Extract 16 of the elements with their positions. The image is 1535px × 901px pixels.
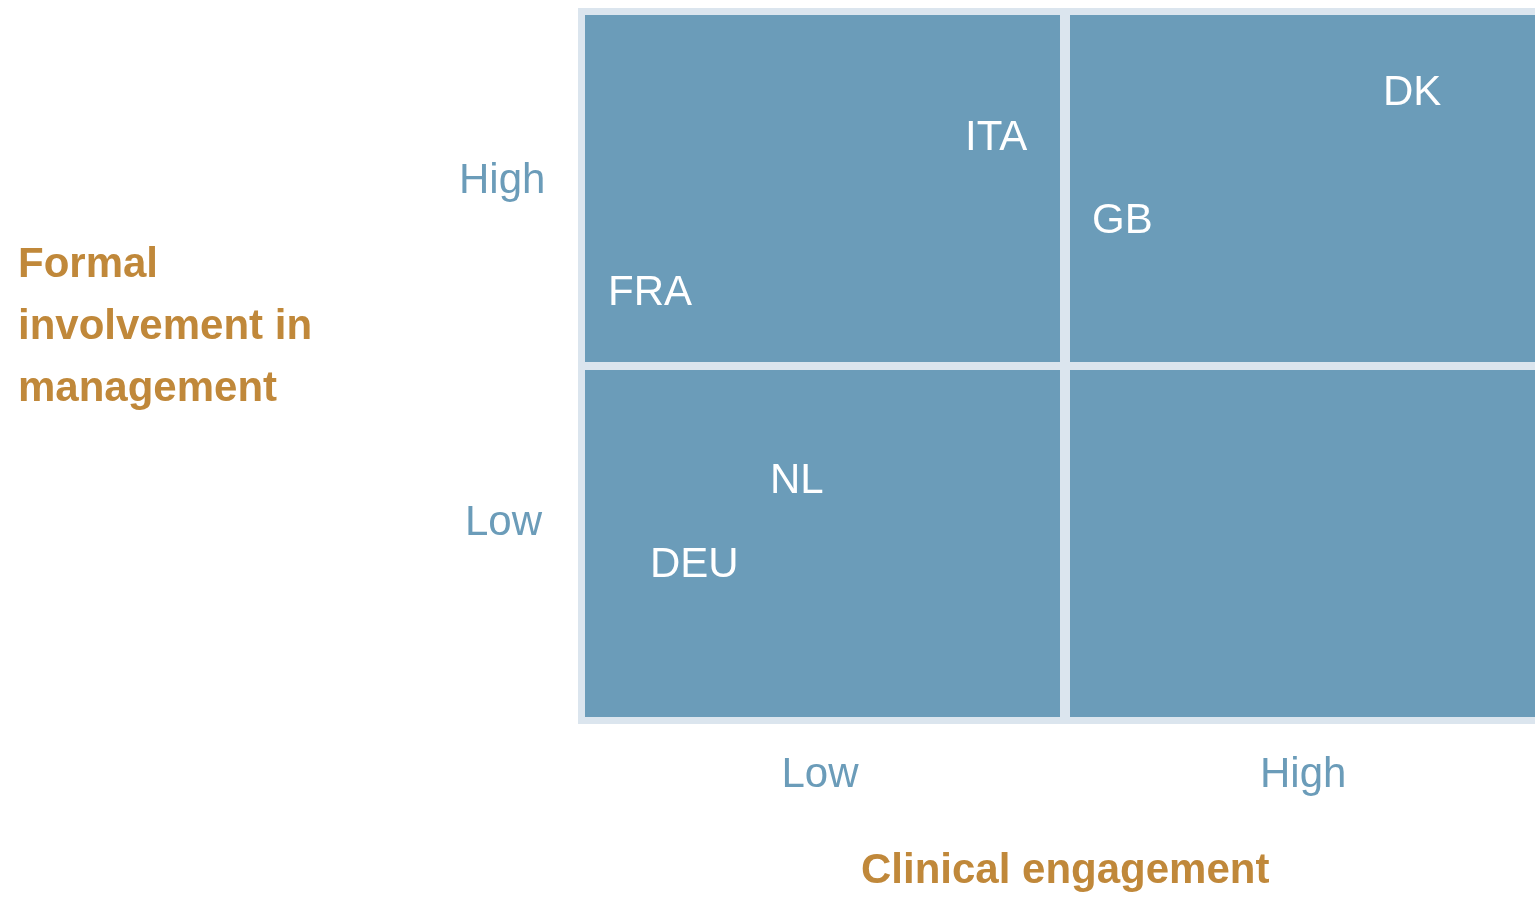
quadrant-panel	[1070, 370, 1535, 717]
country-code: FRA	[608, 270, 692, 312]
axis-tick-label: High	[1260, 752, 1347, 794]
axis-tick-label: Low	[781, 752, 859, 794]
country-code: ITA	[965, 115, 1028, 157]
country-code: DK	[1383, 70, 1442, 112]
country-code: DEU	[650, 542, 739, 584]
country-code: GB	[1092, 198, 1153, 240]
quadrant-panel	[1070, 15, 1535, 362]
axis-tick-label: Low	[465, 500, 543, 542]
quadrant-panel	[585, 15, 1060, 362]
axis-title: Clinical engagement	[861, 848, 1270, 890]
country-code: NL	[770, 458, 824, 500]
axis-title: Formal involvement in management	[18, 238, 314, 412]
quadrant-panel	[585, 370, 1060, 717]
axis-tick-label: High	[459, 158, 546, 200]
